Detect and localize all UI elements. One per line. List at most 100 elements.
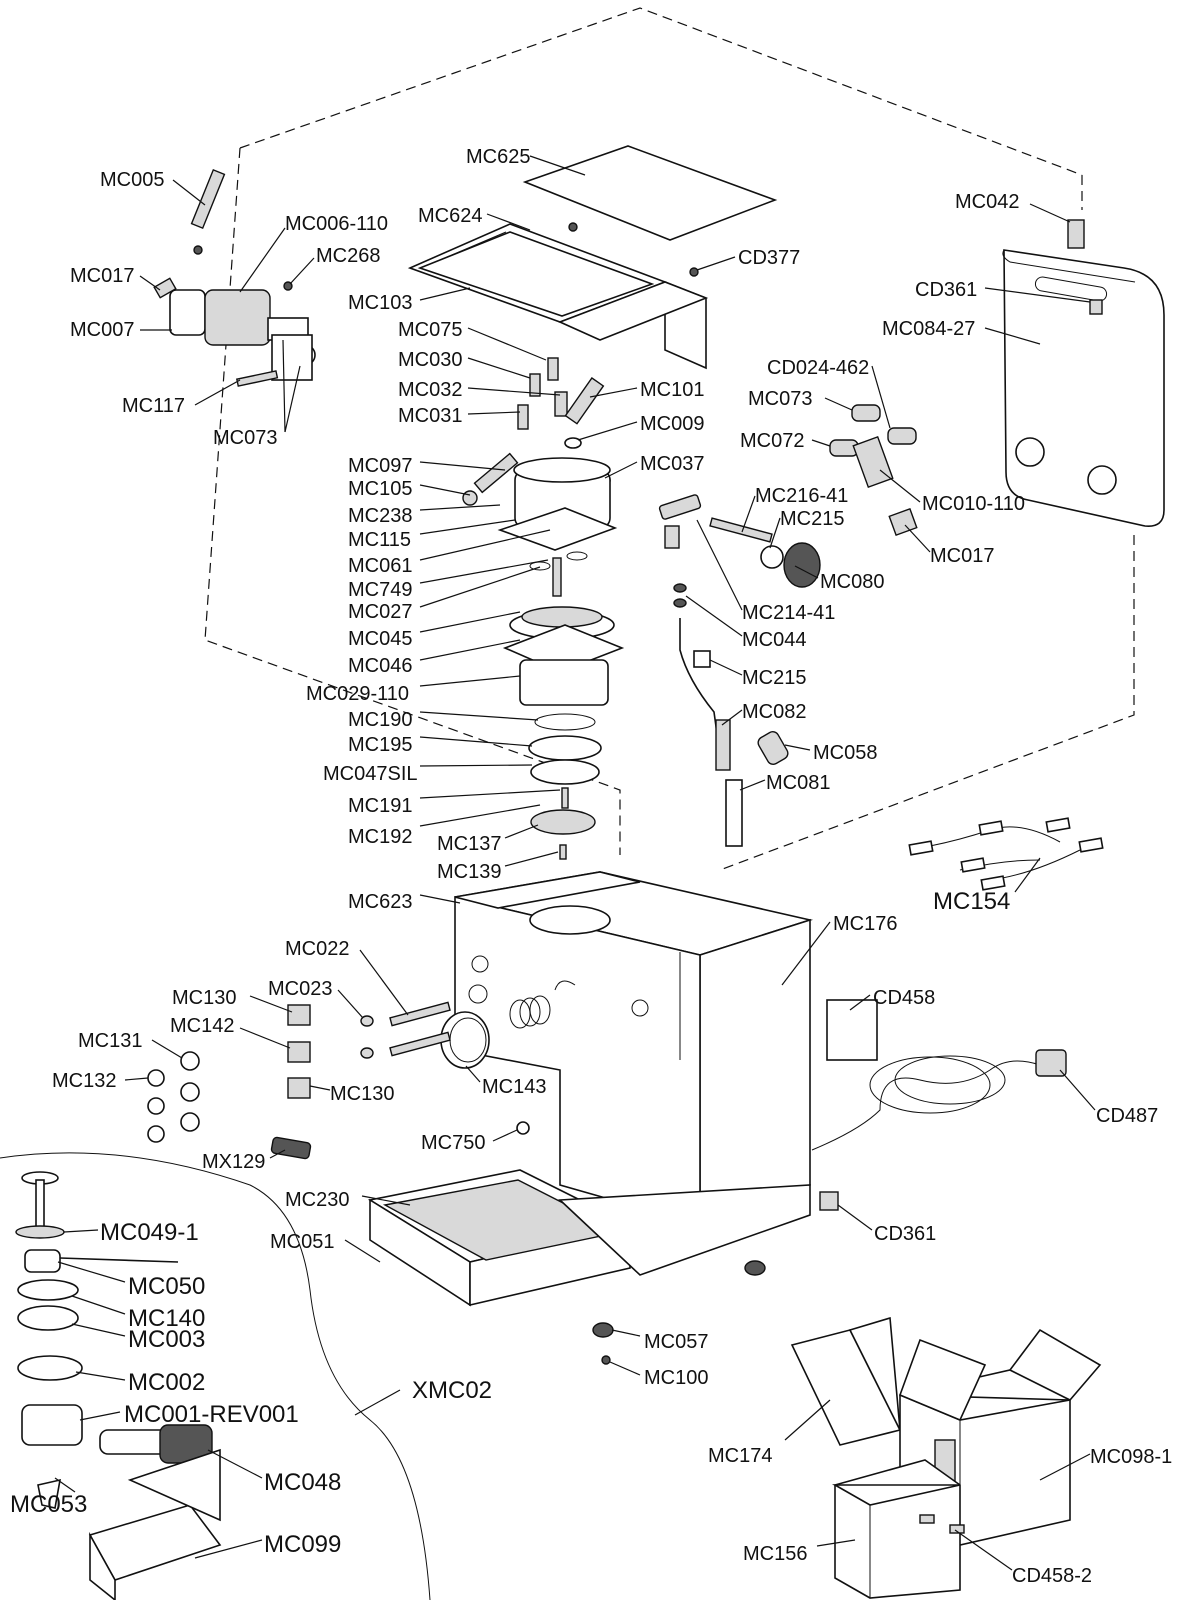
callout-mc007: MC007	[70, 319, 134, 341]
callout-mc099: MC099	[264, 1531, 341, 1558]
callout-mc749: MC749	[348, 579, 412, 601]
callout-mc215: MC215	[780, 508, 844, 530]
callout-mc002: MC002	[128, 1369, 205, 1396]
accessory-kit-xmc02	[15, 1171, 222, 1600]
callout-mc117: MC117	[122, 395, 185, 417]
pump-assembly	[153, 168, 316, 387]
callout-mc001-rev001: MC001-REV001	[124, 1401, 299, 1428]
callout-mc174: MC174	[708, 1445, 772, 1467]
callout-mc132: MC132	[52, 1070, 116, 1092]
manual-mc174	[790, 1316, 902, 1446]
accessory-kit-outline	[0, 1152, 431, 1600]
callout-mc037: MC037	[640, 453, 704, 475]
callout-mx129: MX129	[202, 1151, 265, 1173]
callout-mc045: MC045	[348, 628, 412, 650]
callout-mc073: MC073	[213, 427, 277, 449]
callout-mc075: MC075	[398, 319, 462, 341]
callout-mc048: MC048	[264, 1469, 341, 1496]
steam-valve-assembly	[658, 494, 821, 847]
callout-mc098-1: MC098-1	[1090, 1446, 1172, 1468]
leader-lines	[54, 155, 1096, 1571]
callout-mc009: MC009	[640, 413, 704, 435]
callout-mc195: MC195	[348, 734, 412, 756]
callout-mc139: MC139	[437, 861, 501, 883]
callout-mc191: MC191	[348, 795, 412, 817]
callout-mc130: MC130	[172, 987, 236, 1009]
callout-mc047sil: MC047SIL	[323, 763, 418, 785]
callout-mc084-27: MC084-27	[882, 318, 975, 340]
foot-icon	[516, 1121, 530, 1135]
chassis-mc176	[454, 871, 814, 1227]
callout-mc022: MC022	[285, 938, 349, 960]
callout-mc156: MC156	[743, 1543, 807, 1565]
callout-mc044: MC044	[742, 629, 806, 651]
callout-mc142: MC142	[170, 1015, 234, 1037]
callout-mc081: MC081	[766, 772, 830, 794]
callout-xmc02: XMC02	[412, 1377, 492, 1404]
callout-mc103: MC103	[348, 292, 412, 314]
callout-mc268: MC268	[316, 245, 380, 267]
cup-tray-mc624-mc103	[407, 223, 709, 370]
callout-mc101: MC101	[640, 379, 704, 401]
callout-mc027: MC027	[348, 601, 412, 623]
callout-labels: MC005 MC006-110 MC268 MC017 MC007 MC117 …	[10, 146, 1172, 1587]
screw-icon	[568, 222, 578, 232]
envelope-dashed-outline	[204, 7, 1135, 871]
callout-mc005: MC005	[100, 169, 164, 191]
callout-mc137: MC137	[437, 833, 501, 855]
callout-mc061: MC061	[348, 555, 412, 577]
callout-mc031: MC031	[398, 405, 462, 427]
callout-mc053: MC053	[10, 1491, 87, 1518]
foot-icon	[744, 1260, 766, 1276]
water-tank-mc084-27	[1002, 219, 1165, 527]
callout-mc215-b: MC215	[742, 667, 806, 689]
callout-mc057: MC057	[644, 1331, 708, 1353]
screw-icon	[601, 1355, 611, 1365]
callout-cd458: CD458	[873, 987, 935, 1009]
screw-icon	[689, 267, 699, 277]
callout-cd487: CD487	[1096, 1105, 1158, 1127]
callout-mc030: MC030	[398, 349, 462, 371]
callout-mc051: MC051	[270, 1231, 334, 1253]
callout-mc140: MC140	[128, 1305, 205, 1332]
wire-harness-mc154	[908, 817, 1104, 891]
callout-mc623: MC623	[348, 891, 412, 913]
cord-grommet-icon	[819, 1191, 839, 1211]
callout-mc624: MC624	[418, 205, 482, 227]
callout-mc143: MC143	[482, 1076, 546, 1098]
callout-mc058: MC058	[813, 742, 877, 764]
callout-mc017: MC017	[70, 265, 134, 287]
callout-cd458-2: CD458-2	[1012, 1565, 1092, 1587]
callout-mc010-110: MC010-110	[922, 493, 1025, 515]
callout-mc115: MC115	[348, 529, 411, 551]
callout-mc023: MC023	[268, 978, 332, 1000]
power-cord-cd487	[811, 1049, 1067, 1151]
callout-mc080: MC080	[820, 571, 884, 593]
callout-mc176: MC176	[833, 913, 897, 935]
callout-mc017-b: MC017	[930, 545, 994, 567]
foot-icon	[592, 1322, 614, 1338]
callout-mc131: MC131	[78, 1030, 142, 1052]
callout-mc130-b: MC130	[330, 1083, 394, 1105]
callout-mc230: MC230	[285, 1189, 349, 1211]
callout-mc006-110: MC006-110	[285, 213, 388, 235]
callout-mc097: MC097	[348, 455, 412, 477]
callout-mc750: MC750	[421, 1132, 485, 1154]
callout-mc192: MC192	[348, 826, 412, 848]
callout-mc073-b: MC073	[748, 388, 812, 410]
callout-cd024-462: CD024-462	[767, 357, 869, 379]
callout-mc105: MC105	[348, 478, 412, 500]
callout-mc214-41: MC214-41	[742, 602, 835, 624]
box-mc156	[831, 1459, 965, 1599]
callout-mc625: MC625	[466, 146, 530, 168]
callout-cd361: CD361	[915, 279, 977, 301]
heating-coil	[509, 995, 551, 1029]
callout-mc049-1: MC049-1	[100, 1219, 199, 1246]
callout-mc072: MC072	[740, 430, 804, 452]
callout-mc190: MC190	[348, 709, 412, 731]
boiler-group-head-stack	[462, 357, 625, 860]
solenoid-valve-assembly	[829, 404, 918, 537]
top-cover-mc625	[522, 145, 778, 241]
callout-mc238: MC238	[348, 505, 412, 527]
